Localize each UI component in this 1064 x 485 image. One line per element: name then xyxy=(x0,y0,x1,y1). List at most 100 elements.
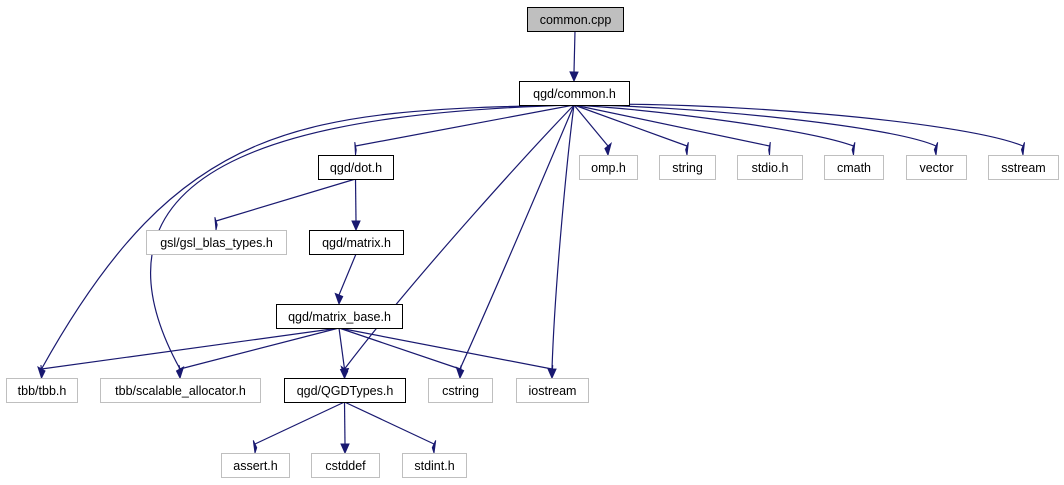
node-label: omp.h xyxy=(591,161,626,175)
arrow-head-icon xyxy=(604,142,612,157)
node-sstream: sstream xyxy=(988,155,1059,180)
node-gsl_blas: gsl/gsl_blas_types.h xyxy=(146,230,287,255)
node-box xyxy=(311,453,380,478)
node-box xyxy=(579,155,638,180)
node-label: tbb/tbb.h xyxy=(18,384,67,398)
arrow-head-icon xyxy=(252,440,258,454)
node-label: sstream xyxy=(1001,161,1045,175)
node-tbb_h: tbb/tbb.h xyxy=(6,378,78,403)
arrow-head-icon xyxy=(431,440,437,454)
node-box xyxy=(284,378,406,403)
node-tbb_alloc: tbb/scalable_allocator.h xyxy=(100,378,261,403)
node-box xyxy=(527,7,624,32)
edge-common_h-to-cstring xyxy=(455,104,575,380)
edge-common_h-to-sstream xyxy=(573,103,1026,156)
edge-matrix_base_h-to-iostream xyxy=(338,327,554,379)
node-label: tbb/scalable_allocator.h xyxy=(115,384,246,398)
node-dot_h[interactable]: qgd/dot.h xyxy=(318,155,394,180)
arrow-head-icon xyxy=(933,142,939,156)
node-box xyxy=(659,155,716,180)
node-label: cstring xyxy=(442,384,479,398)
nodes-layer: common.cpp qgd/common.h qgd/dot.h omp.h stri… xyxy=(6,7,1059,478)
edge-common_h-to-vector xyxy=(573,104,939,156)
node-label: common.cpp xyxy=(540,13,612,27)
arrow-head-icon xyxy=(40,364,43,379)
arrow-head-icon xyxy=(339,367,350,380)
node-box xyxy=(6,378,78,403)
node-omp_h: omp.h xyxy=(579,155,638,180)
node-label: qgd/common.h xyxy=(533,87,616,101)
edge-common_h-to-string xyxy=(573,104,689,156)
node-label: qgd/matrix_base.h xyxy=(288,310,391,324)
node-iostream: iostream xyxy=(516,378,589,403)
arrow-head-icon xyxy=(458,365,462,379)
arrow-head-icon xyxy=(768,141,771,156)
node-box xyxy=(221,453,290,478)
node-stdio_h: stdio.h xyxy=(737,155,803,180)
edge-common_h-to-cmath xyxy=(573,104,856,156)
node-box xyxy=(737,155,803,180)
node-label: cmath xyxy=(837,161,871,175)
arrow-head-icon xyxy=(354,141,357,156)
node-label: qgd/QGDTypes.h xyxy=(297,384,394,398)
node-qgdtypes_h[interactable]: qgd/QGDTypes.h xyxy=(284,378,406,403)
node-cmath: cmath xyxy=(824,155,884,180)
node-box xyxy=(146,230,287,255)
edge-matrix_base_h-to-tbb_h xyxy=(40,327,340,379)
node-box xyxy=(906,155,967,180)
edge-dot_h-to-matrix_h xyxy=(351,178,361,232)
node-cstddef: cstddef xyxy=(311,453,380,478)
node-box xyxy=(428,378,493,403)
node-box xyxy=(276,304,403,329)
node-assert_h: assert.h xyxy=(221,453,290,478)
edges-layer xyxy=(37,30,1026,455)
node-box xyxy=(824,155,884,180)
node-box xyxy=(988,155,1059,180)
node-common_h[interactable]: qgd/common.h xyxy=(519,81,630,106)
node-vector: vector xyxy=(906,155,967,180)
node-label: stdio.h xyxy=(752,161,789,175)
arrow-head-icon xyxy=(351,220,361,232)
arrow-head-icon xyxy=(1020,142,1026,156)
arrow-head-icon xyxy=(340,443,350,455)
arrow-head-icon xyxy=(334,292,344,306)
node-string: string xyxy=(659,155,716,180)
edge-qgdtypes_h-to-cstddef xyxy=(340,401,350,455)
edge-matrix_base_h-to-tbb_alloc xyxy=(178,327,340,379)
arrow-head-icon xyxy=(851,142,856,156)
node-box xyxy=(318,155,394,180)
node-label: stdint.h xyxy=(414,459,454,473)
node-box xyxy=(516,378,589,403)
arrow-head-icon xyxy=(178,365,182,379)
node-label: qgd/matrix.h xyxy=(322,236,391,250)
edge-qgdtypes_h-to-assert_h xyxy=(252,401,345,454)
edge-common_h-to-iostream xyxy=(547,104,575,380)
arrow-head-icon xyxy=(214,217,218,231)
edge-common_h-to-stdio_h xyxy=(573,104,771,156)
node-label: cstddef xyxy=(325,459,366,473)
node-box xyxy=(309,230,404,255)
node-label: assert.h xyxy=(233,459,278,473)
node-label: vector xyxy=(919,161,953,175)
node-box xyxy=(519,81,630,106)
edge-common_h-to-omp_h xyxy=(573,104,612,157)
node-box xyxy=(100,378,261,403)
node-label: iostream xyxy=(529,384,577,398)
edge-dot_h-to-gsl_blas xyxy=(214,178,356,231)
node-matrix_base_h[interactable]: qgd/matrix_base.h xyxy=(276,304,403,329)
edge-matrix_base_h-to-qgdtypes_h xyxy=(338,327,350,380)
edge-matrix_base_h-to-cstring xyxy=(338,327,462,379)
arrow-head-icon xyxy=(569,71,579,83)
node-matrix_h[interactable]: qgd/matrix.h xyxy=(309,230,404,255)
node-box xyxy=(402,453,467,478)
node-stdint_h: stdint.h xyxy=(402,453,467,478)
edge-qgdtypes_h-to-stdint_h xyxy=(344,401,437,454)
edge-common_cpp-to-common_h xyxy=(569,30,579,83)
node-common_cpp[interactable]: common.cpp xyxy=(527,7,624,32)
arrow-head-icon xyxy=(685,142,689,156)
node-label: gsl/gsl_blas_types.h xyxy=(160,236,273,250)
node-label: qgd/dot.h xyxy=(330,161,382,175)
node-cstring: cstring xyxy=(428,378,493,403)
edge-common_h-to-dot_h xyxy=(354,104,575,156)
